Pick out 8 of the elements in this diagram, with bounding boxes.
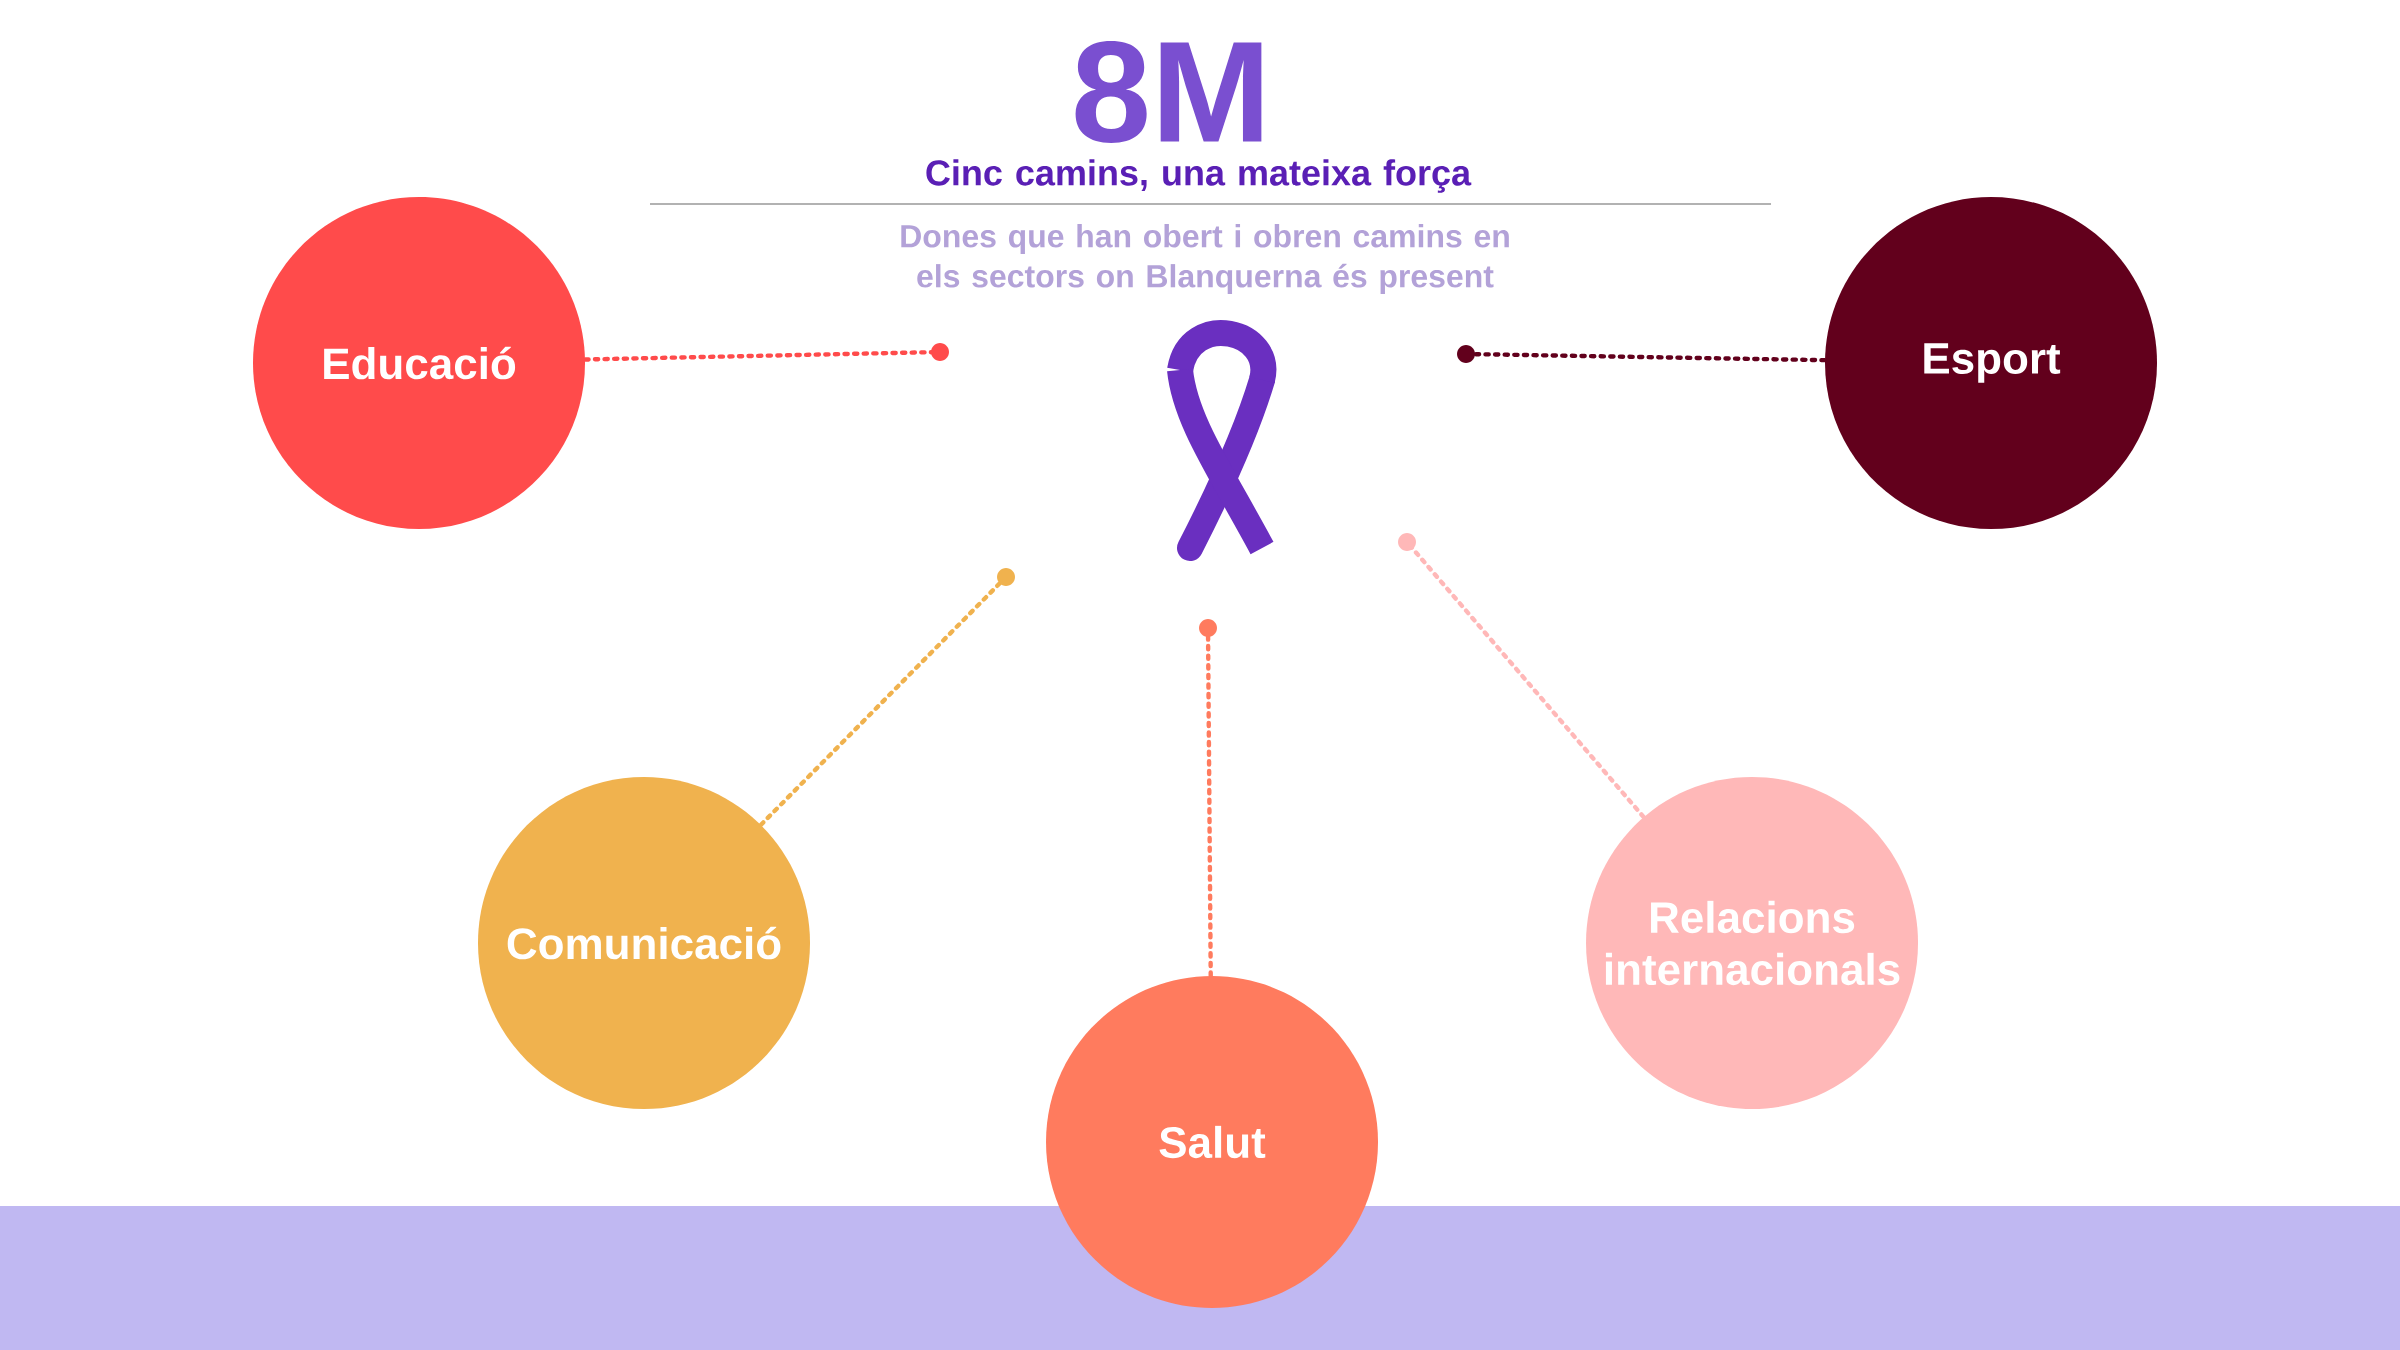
title: 8M — [1075, 41, 1262, 143]
subtitle: Cinc camins, una mateixa força — [926, 159, 1472, 193]
caption-text: Dones que han obert i obren camins en els sectors on Blanquerna és present — [901, 224, 1509, 294]
dotted-connector — [583, 343, 949, 362]
dotted-connector — [758, 568, 1015, 827]
dotted-connector — [1398, 533, 1646, 820]
dotted-connector — [1457, 345, 1827, 363]
dotted-connector — [1199, 619, 1217, 978]
